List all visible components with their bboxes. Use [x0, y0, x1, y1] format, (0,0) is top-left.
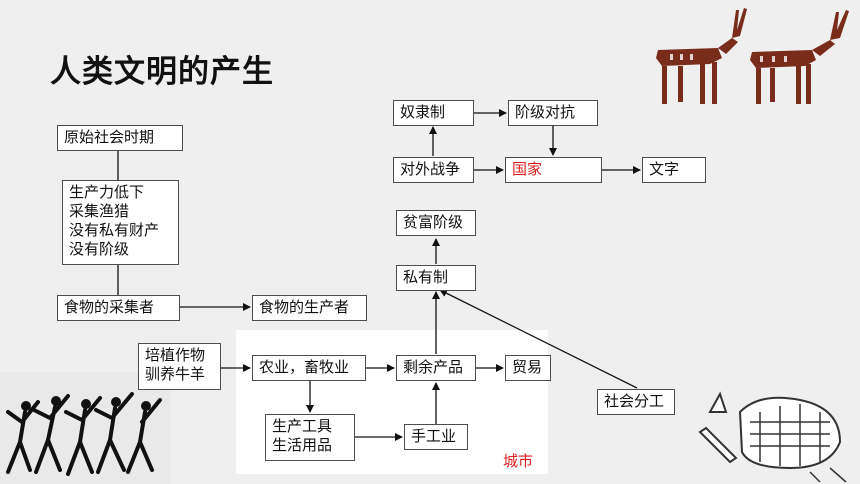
node-state: 国家 [505, 157, 602, 183]
condition-line: 采集渔猎 [69, 202, 130, 220]
condition-line: 生产力低下 [69, 183, 145, 201]
edge-division-private [439, 289, 638, 389]
condition-line: 没有阶级 [69, 240, 130, 258]
page-title: 人类文明的产生 [50, 54, 274, 90]
cultivation-line: 驯养牛羊 [145, 365, 206, 383]
node-social-division: 社会分工 [597, 389, 675, 415]
city-label: 城市 [503, 452, 534, 470]
rock-art-deer-image [656, 8, 849, 104]
node-class-conflict: 阶级对抗 [508, 100, 598, 126]
node-handicraft: 手工业 [404, 424, 468, 450]
node-private-ownership: 私有制 [396, 265, 476, 291]
node-cultivation: 培植作物 驯养牛羊 [138, 343, 221, 390]
node-food-producer: 食物的生产者 [252, 295, 367, 321]
node-rich-poor-class: 贫富阶级 [396, 210, 476, 236]
rock-art-hunters-image [0, 372, 170, 484]
condition-line: 没有私有财产 [69, 221, 160, 239]
tools-line: 生活用品 [272, 436, 333, 454]
node-foreign-war: 对外战争 [393, 157, 474, 183]
node-conditions: 生产力低下 采集渔猎 没有私有财产 没有阶级 [62, 180, 179, 265]
cultivation-line: 培植作物 [145, 346, 206, 364]
node-agriculture: 农业，畜牧业 [252, 355, 366, 381]
node-primitive-society: 原始社会时期 [57, 125, 183, 151]
node-slavery: 奴隶制 [393, 100, 474, 126]
node-writing: 文字 [642, 157, 706, 183]
tools-line: 生产工具 [272, 417, 333, 435]
rock-art-animals-image [698, 391, 847, 483]
node-tools: 生产工具 生活用品 [265, 414, 355, 461]
node-surplus: 剩余产品 [396, 355, 476, 381]
node-trade: 贸易 [505, 355, 551, 381]
node-food-gatherer: 食物的采集者 [57, 295, 180, 321]
